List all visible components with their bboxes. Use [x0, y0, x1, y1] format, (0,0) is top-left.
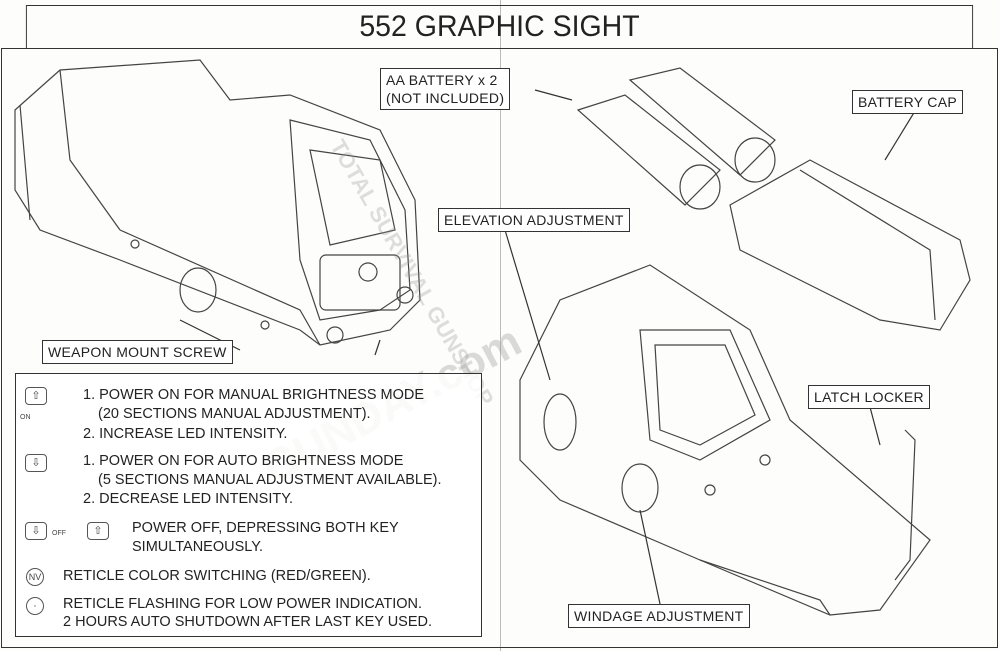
battery-label: AA BATTERY x 2 (NOT INCLUDED) [380, 68, 511, 110]
legend-text: POWER OFF, DEPRESSING BOTH KEY [132, 520, 399, 536]
page-fold [500, 0, 501, 651]
battery-cap-label: BATTERY CAP [852, 90, 963, 114]
legend-text: 1. POWER ON FOR MANUAL BRIGHTNESS MODE [83, 387, 425, 403]
legend-text: SIMULTANEOUSLY. [132, 539, 264, 555]
nv-button-icon: NV [26, 568, 44, 586]
down-key-icon: ⇩ [25, 522, 47, 540]
sight-side-view [14, 59, 421, 346]
on-tag: ON [20, 414, 31, 421]
legend-text: (20 SECTIONS MANUAL ADJUSTMENT). [98, 406, 371, 422]
sight-front-view [519, 264, 931, 616]
off-tag: OFF [52, 530, 66, 537]
up-key-icon: ⇧ [87, 522, 109, 540]
elevation-adjustment-label: ELEVATION ADJUSTMENT [438, 208, 630, 232]
legend-text: 2 HOURS AUTO SHUTDOWN AFTER LAST KEY USE… [63, 614, 433, 630]
button-legend: ⇧ ON 1. POWER ON FOR MANUAL BRIGHTNESS M… [15, 373, 482, 637]
aa-batteries [576, 67, 776, 210]
reticle-icon: · [26, 597, 44, 615]
legend-text: 2. INCREASE LED INTENSITY. [83, 426, 288, 442]
legend-text: (5 SECTIONS MANUAL ADJUSTMENT AVAILABLE)… [98, 472, 442, 488]
legend-text: 2. DECREASE LED INTENSITY. [83, 491, 294, 507]
down-key-icon: ⇩ [25, 454, 47, 472]
battery-label-line: AA BATTERY x 2 [386, 72, 498, 88]
latch-locker-label: LATCH LOCKER [808, 385, 930, 409]
legend-text: RETICLE FLASHING FOR LOW POWER INDICATIO… [63, 596, 423, 612]
leader-lines [179, 89, 916, 605]
diagram-frame [1, 48, 998, 648]
legend-text: RETICLE COLOR SWITCHING (RED/GREEN). [63, 568, 371, 584]
windage-adjustment-label: WINDAGE ADJUSTMENT [568, 604, 750, 628]
battery-cap [729, 159, 971, 331]
legend-text: 1. POWER ON FOR AUTO BRIGHTNESS MODE [83, 453, 404, 469]
up-key-icon: ⇧ [25, 387, 47, 405]
weapon-mount-screw-label: WEAPON MOUNT SCREW [42, 340, 233, 364]
battery-label-note: (NOT INCLUDED) [386, 90, 505, 106]
